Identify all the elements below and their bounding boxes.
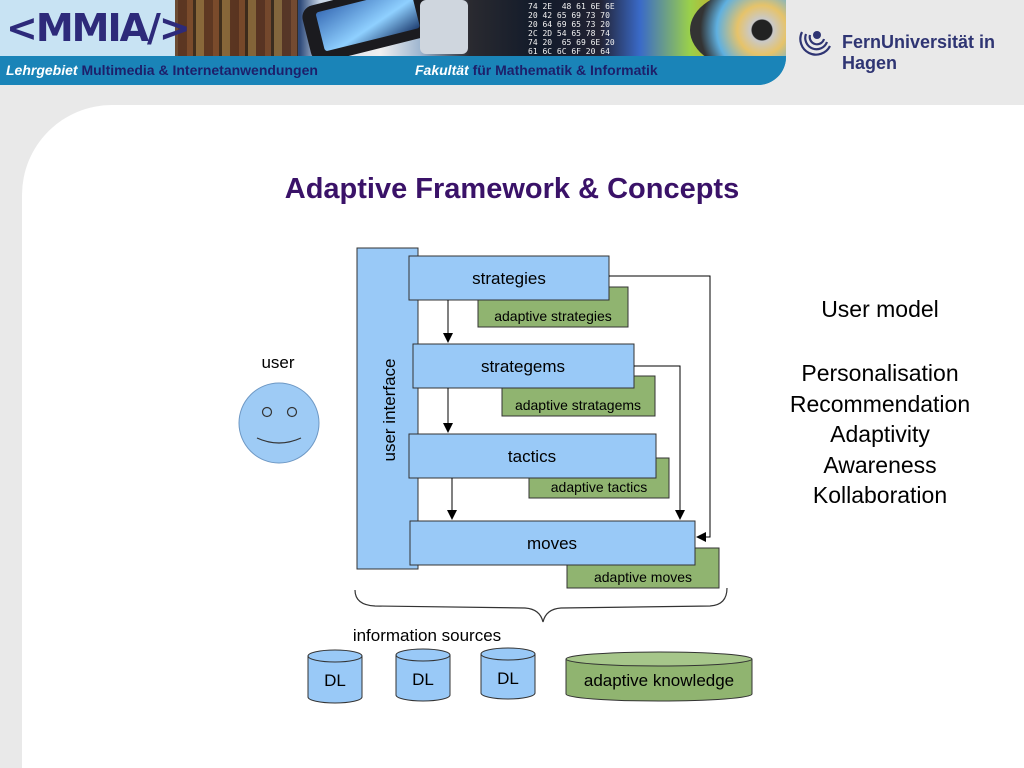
strategems-box — [412, 343, 635, 389]
moves-label: moves — [527, 534, 577, 553]
information-sources-label: information sources — [353, 626, 501, 645]
fernuni-logo-icon — [799, 31, 831, 56]
slide-title: Adaptive Framework & Concepts — [284, 173, 740, 205]
user-label: user — [261, 353, 294, 372]
user-interface-label: user interface — [380, 359, 399, 462]
lehrgebiet-value: Multimedia & Internetanwendungen — [81, 62, 318, 78]
lehrgebiet-label: Lehrgebiet — [6, 62, 78, 78]
strategies-label: strategies — [472, 269, 546, 288]
dl-label: DL — [324, 671, 346, 690]
fakultaet-value: für Mathematik & Informatik — [472, 62, 658, 78]
dl-database-icon: DL — [480, 647, 536, 700]
concept-item: Personalisation — [801, 360, 959, 386]
user-face-icon — [238, 382, 320, 464]
adaptive-knowledge-database-icon: adaptive knowledge — [565, 651, 753, 702]
dl-database-icon: DL — [395, 648, 451, 702]
concept-item: Awareness — [823, 451, 937, 478]
lehrgebiet: Lehrgebiet Multimedia & Internetanwendun… — [6, 62, 318, 78]
moves-box — [409, 520, 696, 566]
tactics-label: tactics — [508, 447, 556, 466]
dl-label: DL — [497, 669, 519, 688]
adaptive-strategies-label: adaptive strategies — [494, 308, 612, 324]
fakultaet: Fakultät für Mathematik & Informatik — [415, 62, 658, 78]
dl-label: DL — [412, 670, 434, 689]
concept-item: Adaptivity — [830, 421, 930, 447]
mmia-logo: <MMIA/> — [6, 6, 191, 50]
adaptive-knowledge-label: adaptive knowledge — [584, 671, 734, 690]
curly-brace — [354, 587, 728, 623]
banner-bar — [0, 56, 786, 85]
concepts-list: Personalisation Recommendation Adaptivit… — [760, 358, 1000, 511]
concept-item: Kollaboration — [812, 482, 948, 508]
books-image — [178, 0, 298, 56]
adaptive-stratagems-label: adaptive stratagems — [515, 397, 641, 413]
hex-code-image: 74 2E 48 61 6E 6E 20 42 65 69 73 70 20 6… — [528, 2, 615, 56]
fakultaet-label: Fakultät — [415, 62, 469, 78]
arrow-strategies-moves — [609, 275, 711, 542]
dl-database-icon: DL — [307, 649, 363, 704]
concept-item: Recommendation — [789, 390, 971, 417]
adaptive-moves-label: adaptive moves — [594, 569, 692, 585]
strategies-box — [408, 255, 610, 301]
strategems-label: strategems — [481, 357, 565, 376]
arrow-strategems-moves — [634, 365, 685, 520]
university-name: FernUniversität in Hagen — [842, 32, 996, 73]
user-interface-bar — [356, 247, 419, 570]
pda-image — [420, 0, 468, 54]
adaptive-tactics-label: adaptive tactics — [551, 479, 648, 495]
header-banner: 74 2E 48 61 6E 6E 20 42 65 69 73 70 20 6… — [0, 0, 786, 85]
user-model-heading: User model — [821, 296, 939, 322]
tactics-box — [408, 433, 657, 479]
